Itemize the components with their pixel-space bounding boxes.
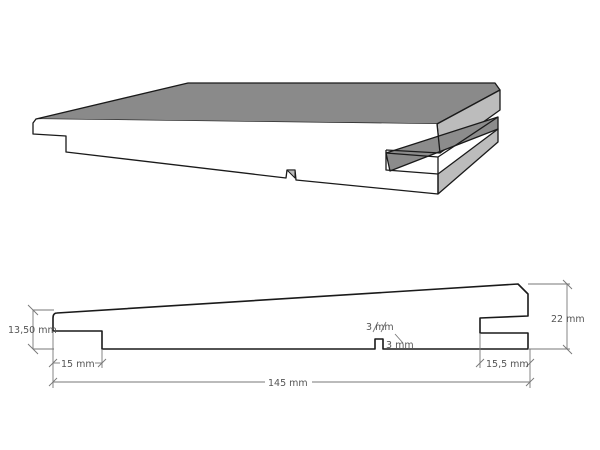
dim-groove-depth: 15,5 mm <box>486 359 529 370</box>
dim-notch-width: 3 mm <box>366 322 394 333</box>
dimension-lines <box>27 279 573 388</box>
board-front-face <box>36 119 440 195</box>
dimension-labels: 13,50 mm 15 mm 145 mm 22 mm 15,5 mm 3 mm… <box>8 314 585 389</box>
board-top-face <box>35 82 501 125</box>
board-3d-view <box>32 82 501 195</box>
notch-3d <box>286 169 296 179</box>
dim-tongue-length: 15 mm <box>61 359 95 370</box>
dim-total-thickness: 22 mm <box>551 314 585 325</box>
dim-total-width: 145 mm <box>268 378 308 389</box>
dim-notch-height: 3 mm <box>386 340 414 351</box>
dim-tongue-height: 13,50 mm <box>8 325 57 336</box>
board-cross-section <box>52 283 529 350</box>
